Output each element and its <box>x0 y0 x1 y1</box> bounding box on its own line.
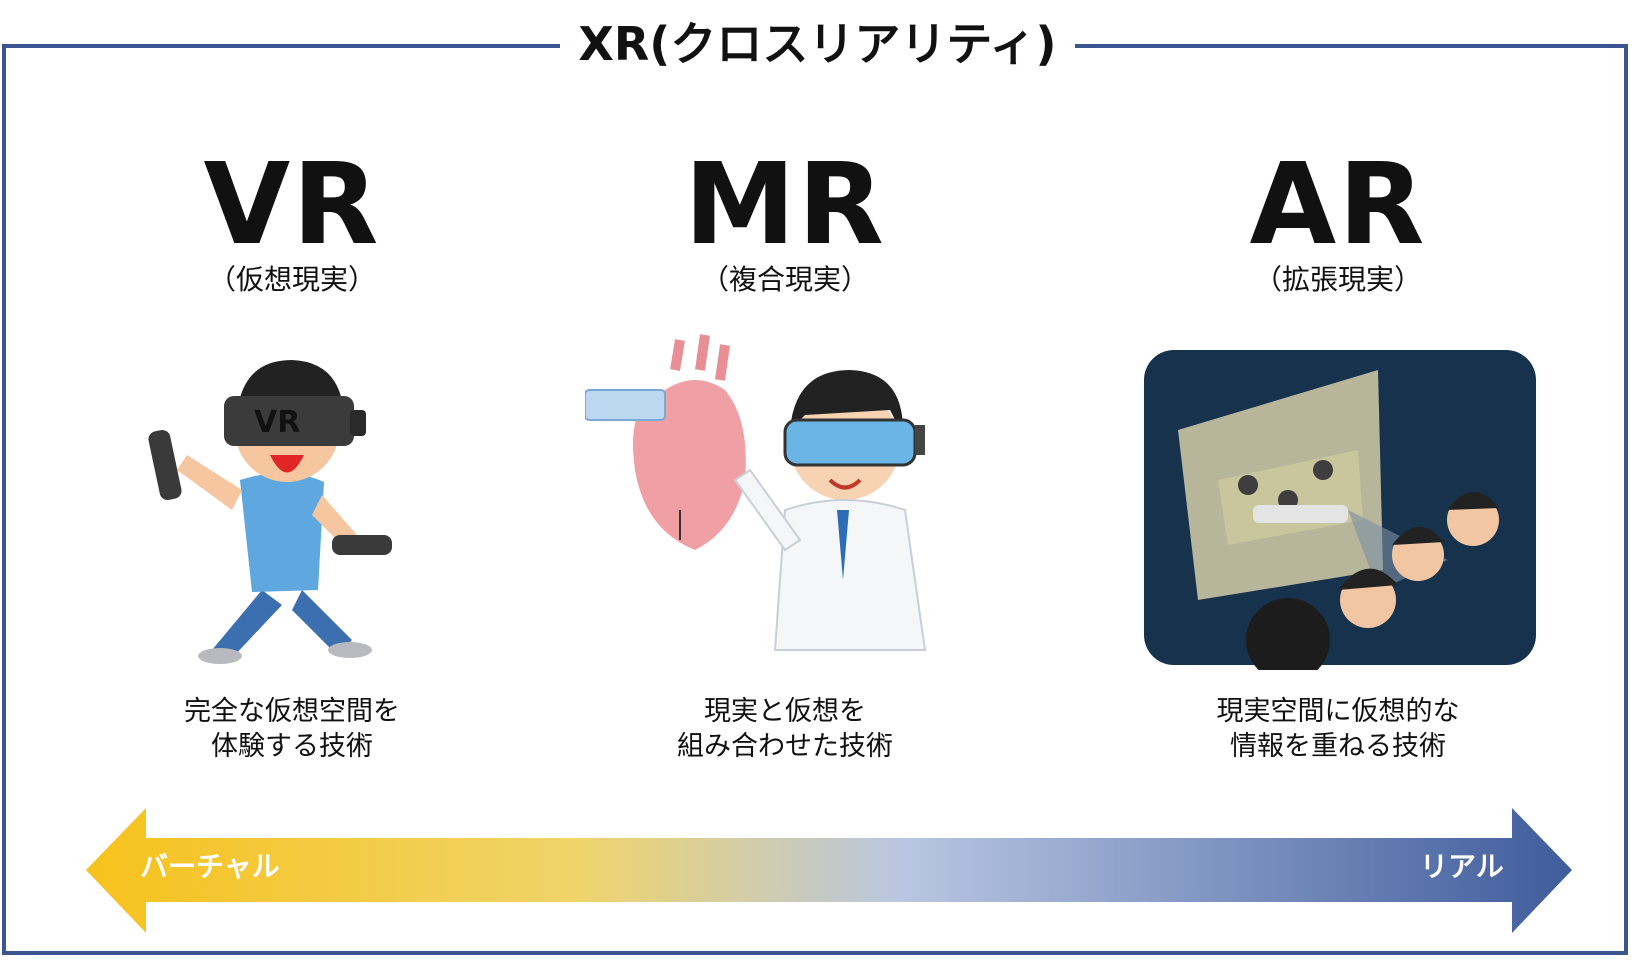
vr-desc-line-2: 体験する技術 <box>211 731 373 762</box>
page-title: XR(クロスリアリティ) <box>560 10 1075 78</box>
double-arrow-icon <box>86 808 1572 933</box>
vr-abbr: VR <box>203 140 381 270</box>
mr-desc-line-2: 組み合わせた技術 <box>677 731 893 762</box>
ar-description: 現実空間に仮想的な 情報を重ねる技術 <box>1088 694 1588 764</box>
column-ar: AR （拡張現実） 現実空間に仮想的な 情報を重ねる技術 <box>1088 140 1588 762</box>
vr-headset-label: VR <box>254 405 300 440</box>
spectrum-left-label: バーチャル <box>140 850 280 883</box>
mr-abbr: MR <box>684 140 886 270</box>
ar-fullname: （拡張現実） <box>1253 263 1422 296</box>
mr-description: 現実と仮想を 組み合わせた技術 <box>535 694 1035 764</box>
title-bar: XR(クロスリアリティ) <box>0 10 1635 78</box>
vr-description: 完全な仮想空間を 体験する技術 <box>42 694 542 764</box>
column-mr: MR （複合現実） 現実と仮想を 組み合わせた技術 <box>535 140 1035 762</box>
ar-abbr: AR <box>1249 140 1427 270</box>
column-vr: VR （仮想現実） VR 完全な仮想空間を 体験する技術 <box>42 140 542 762</box>
spectrum-arrow <box>86 808 1572 937</box>
ar-theater-illustration <box>1144 350 1536 670</box>
ar-desc-line-2: 情報を重ねる技術 <box>1230 731 1446 762</box>
vr-desc-line-1: 完全な仮想空間を <box>184 696 400 727</box>
mr-fullname: （複合現実） <box>700 263 869 296</box>
mr-desc-line-1: 現実と仮想を <box>704 696 866 727</box>
mr-doctor-illustration <box>585 334 927 651</box>
vr-user-illustration: VR <box>148 360 392 664</box>
spectrum-right-label: リアル <box>1420 850 1504 883</box>
ar-desc-line-1: 現実空間に仮想的な <box>1216 696 1460 727</box>
vr-fullname: （仮想現実） <box>207 263 376 296</box>
